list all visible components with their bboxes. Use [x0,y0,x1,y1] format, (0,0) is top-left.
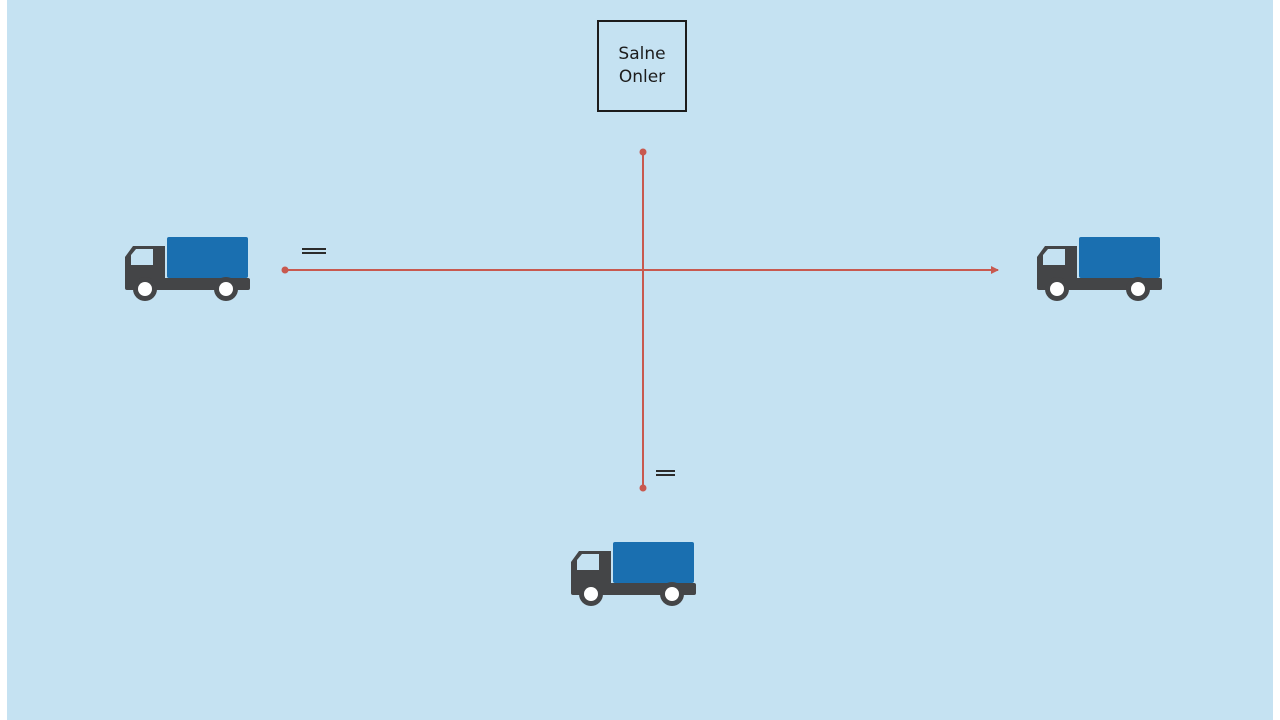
truck-right-icon [1037,237,1162,301]
central-node-label-line1: Salne [618,44,666,64]
diagram-canvas [7,0,1273,720]
connector-left-endpoint [281,266,289,274]
central-node-label-line2: Onler [618,67,666,87]
connector-bottom-endpoint [639,484,647,492]
truck-left-icon [125,237,250,301]
truck-bottom-icon [571,542,696,606]
central-node: Salne Onler [597,20,687,112]
edge-marker-left [302,248,326,256]
edge-marker-bottom [656,470,675,478]
connector-top-endpoint [639,148,647,156]
